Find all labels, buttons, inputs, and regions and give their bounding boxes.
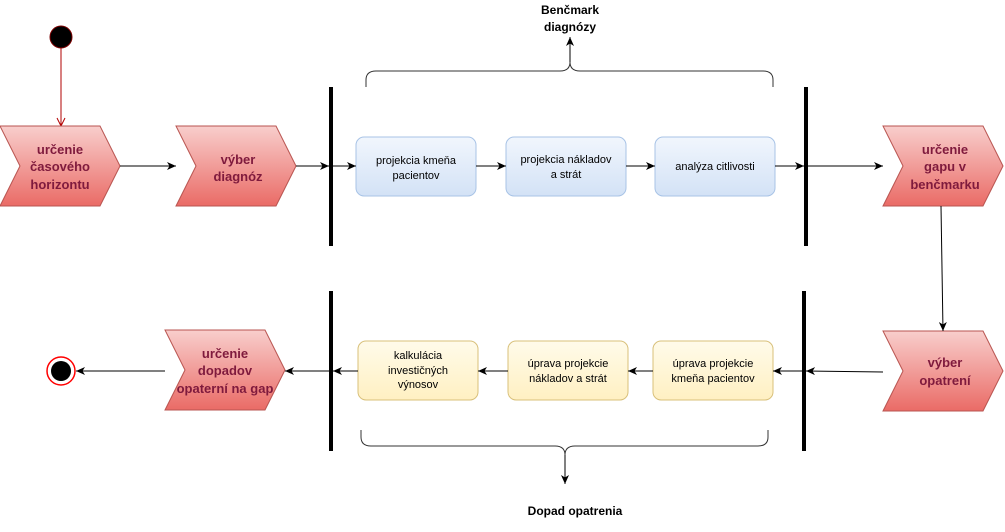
action-label-line: výber (221, 152, 256, 167)
chevron-shape (882, 330, 1004, 412)
action-label-line: určenie (202, 346, 248, 361)
action-urcenie-dopadov: určenie dopadov opaterní na gap (164, 329, 286, 411)
box-label-line: investičných (388, 365, 448, 377)
action-label-line: gapu v (924, 159, 967, 174)
box-label-line: projekcia nákladov (520, 154, 612, 166)
initial-node (49, 25, 73, 49)
fork-bar-bottom-right (802, 291, 806, 451)
activity-uprava-projekcie-nakladov-a-strat: úprava projekcie nákladov a strát (507, 340, 629, 401)
action-urcenie-casoveho-horizontu: určenie časového horizontu (0, 125, 121, 207)
chevron-shape (175, 125, 297, 207)
box-label-line: kmeňa pacientov (671, 373, 755, 385)
action-urcenie-gapu-v-bencmarku: určenie gapu v benčmarku (882, 125, 1004, 207)
box-label-line: kalkulácia (394, 350, 443, 362)
join-bar-bottom-left (329, 291, 333, 451)
annotation-dopad-opatrenia: Dopad opatrenia (528, 504, 623, 518)
fork-bar-top-left (329, 87, 333, 246)
annotation-label-line: Benčmark (541, 3, 599, 17)
rounded-box (507, 340, 629, 401)
box-label-line: nákladov a strát (529, 373, 607, 385)
activity-uprava-projekcie-kmena-pacientov: úprava projekcie kmeňa pacientov (652, 340, 774, 401)
action-label-line: výber (928, 355, 963, 370)
activity-kalkulacia-investicnych-vynosov: kalkulácia investičných výnosov (357, 340, 479, 401)
bottom-curly-brace (360, 430, 769, 456)
activity-analyza-citlivosti: analýza citlivosti (654, 136, 776, 197)
action-label-line: dopadov (198, 363, 253, 378)
box-label-line: úprava projekcie (528, 358, 609, 370)
annotation-label-line: Dopad opatrenia (528, 504, 623, 518)
chevron-shape (164, 329, 286, 411)
flow-arrow (805, 367, 884, 376)
action-label-line: opaterní na gap (177, 381, 274, 396)
action-label-line: časového (30, 159, 90, 174)
action-label-line: benčmarku (910, 177, 979, 192)
box-label-line: pacientov (392, 170, 440, 182)
action-vyber-opatreni: výber opatrení (882, 330, 1004, 412)
final-node (46, 356, 76, 386)
activity-projekcia-nakladov-a-strat: projekcia nákladov a strát (505, 136, 627, 197)
box-label-line: projekcia kmeňa (376, 155, 457, 167)
annotation-label-line: diagnózy (544, 20, 596, 34)
rounded-box (652, 340, 774, 401)
top-curly-brace (365, 61, 774, 87)
initial-node-icon (49, 25, 73, 49)
action-label-line: diagnóz (213, 169, 263, 184)
box-label-line: a strát (551, 169, 582, 181)
activity-projekcia-kmena-pacientov: projekcia kmeňa pacientov (355, 136, 477, 197)
action-label-line: určenie (922, 142, 968, 157)
action-label-line: horizontu (30, 177, 89, 192)
annotation-bencmark-diagnozy: Benčmark diagnózy (541, 3, 599, 34)
rounded-box (505, 136, 627, 197)
action-label-line: určenie (37, 142, 83, 157)
chevron-shape (0, 125, 121, 207)
flow-arrow (938, 205, 947, 332)
box-label-line: úprava projekcie (673, 358, 754, 370)
final-node-dot-icon (51, 361, 71, 381)
chevron-shape (882, 125, 1004, 207)
box-label-line: výnosov (398, 379, 439, 391)
join-bar-top-right (804, 87, 808, 246)
action-vyber-diagnoz: výber diagnóz (175, 125, 297, 207)
action-label-line: opatrení (919, 373, 971, 388)
box-label-line: analýza citlivosti (675, 161, 754, 173)
